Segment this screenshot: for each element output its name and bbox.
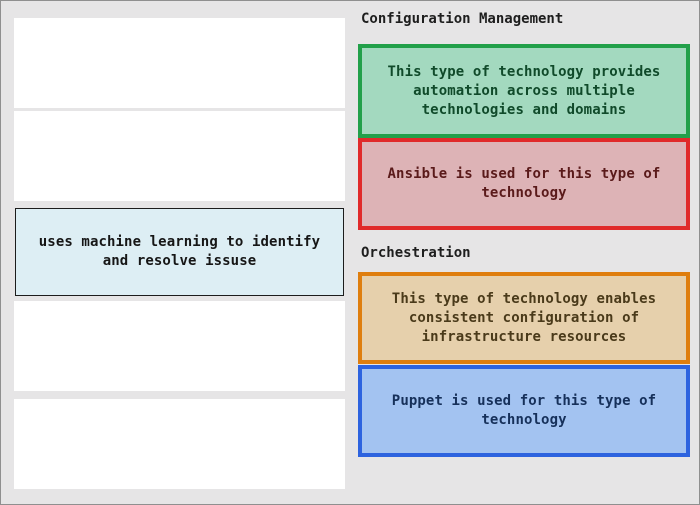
draggable-item-label: uses machine learning to identify and re… — [38, 234, 321, 269]
answer-slot-2[interactable] — [14, 111, 345, 201]
category-heading-orchestration: Orchestration — [361, 245, 471, 261]
category-heading-configuration-management: Configuration Management — [361, 11, 564, 27]
draggable-item-machine-learning[interactable]: uses machine learning to identify and re… — [15, 208, 344, 296]
target-label: This type of technology enables consiste… — [391, 290, 657, 345]
target-label: This type of technology provides automat… — [387, 63, 661, 118]
answer-slot-4[interactable] — [14, 301, 345, 391]
target-consistent-configuration[interactable]: This type of technology enables consiste… — [358, 272, 690, 364]
target-label: Ansible is used for this type of technol… — [387, 166, 661, 201]
answer-slot-1[interactable] — [14, 18, 345, 108]
answer-slot-5[interactable] — [14, 399, 345, 489]
target-puppet[interactable]: Puppet is used for this type of technolo… — [358, 365, 690, 457]
target-automation-across-domains[interactable]: This type of technology provides automat… — [358, 44, 690, 138]
target-label: Puppet is used for this type of technolo… — [391, 393, 657, 428]
target-ansible[interactable]: Ansible is used for this type of technol… — [358, 138, 690, 230]
